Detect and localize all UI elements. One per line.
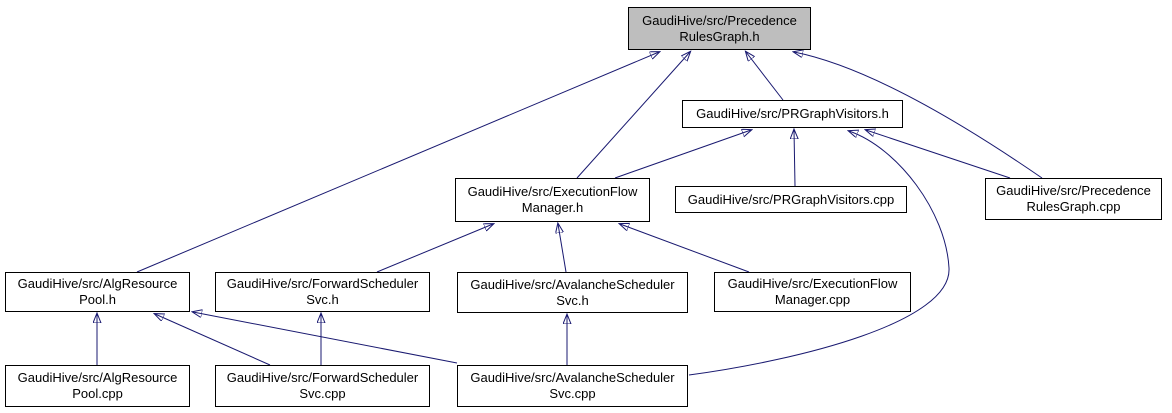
node-label-line: Svc.cpp [549, 386, 596, 401]
edge-algresourcepool-h-to-precedencerulesgraph-h [136, 52, 659, 273]
node-label-line: Pool.h [79, 292, 116, 307]
edge-prgraphvisitors-h-to-precedencerulesgraph-h [746, 52, 784, 101]
node-label-line: GaudiHive/src/AlgResource [17, 276, 178, 291]
edge-avalancheschedulersvc-cpp-to-prgraphvisitors-h [688, 131, 950, 376]
edge-executionflowmanager-h-to-prgraphvisitors-h [614, 130, 751, 179]
node-prgraphvisitors-cpp[interactable]: GaudiHive/src/PRGraphVisitors.cpp [675, 186, 907, 213]
node-label-line: GaudiHive/src/Precedence [642, 12, 797, 28]
node-algresourcepool-h[interactable]: GaudiHive/src/AlgResource Pool.h [5, 272, 190, 312]
node-forwardschedulersvc-cpp[interactable]: GaudiHive/src/ForwardScheduler Svc.cpp [215, 365, 430, 407]
node-label-line: Svc.h [556, 292, 589, 308]
node-label-line: GaudiHive/src/ForwardScheduler [226, 276, 419, 291]
edge-executionflowmanager-h-to-precedencerulesgraph-h [576, 52, 690, 179]
node-label-line: GaudiHive/src/AvalancheScheduler [470, 276, 675, 292]
node-label-line: GaudiHive/src/AlgResource [17, 370, 178, 385]
node-executionflowmanager-h[interactable]: GaudiHive/src/ExecutionFlow Manager.h [455, 178, 650, 222]
node-forwardschedulersvc-h[interactable]: GaudiHive/src/ForwardScheduler Svc.h [215, 272, 430, 312]
node-label-line: Manager.h [521, 200, 584, 215]
node-label-line: GaudiHive/src/Precedence [996, 183, 1151, 198]
node-label-line: GaudiHive/src/ExecutionFlow [727, 276, 898, 291]
node-precedencerulesgraph-h: GaudiHive/src/Precedence RulesGraph.h [628, 7, 811, 50]
edge-executionflowmanager-cpp-to-executionflowmanager-h [620, 224, 750, 273]
edge-forwardschedulersvc-h-to-executionflowmanager-h [376, 224, 493, 273]
node-label-line: RulesGraph.cpp [1026, 199, 1121, 214]
node-label-line: RulesGraph.h [679, 28, 760, 44]
node-precedencerulesgraph-cpp[interactable]: GaudiHive/src/Precedence RulesGraph.cpp [985, 178, 1162, 220]
node-avalancheschedulersvc-h[interactable]: GaudiHive/src/AvalancheScheduler Svc.h [457, 272, 688, 313]
edge-prgraphvisitors-cpp-to-prgraphvisitors-h [794, 130, 795, 187]
node-label-line: Pool.cpp [72, 386, 123, 401]
node-label-line: Svc.cpp [299, 386, 346, 401]
edge-forwardschedulersvc-cpp-to-algresourcepool-h [155, 314, 271, 366]
node-avalancheschedulersvc-cpp[interactable]: GaudiHive/src/AvalancheScheduler Svc.cpp [457, 365, 688, 407]
edge-precedencerulesgraph-cpp-to-precedencerulesgraph-h [794, 52, 1043, 179]
node-label-line: Svc.h [306, 292, 339, 307]
node-label-line: GaudiHive/src/AvalancheScheduler [470, 370, 675, 385]
edge-precedencerulesgraph-cpp-to-prgraphvisitors-h [866, 130, 1011, 179]
node-prgraphvisitors-h[interactable]: GaudiHive/src/PRGraphVisitors.h [682, 100, 903, 128]
edge-avalancheschedulersvc-cpp-to-algresourcepool-h [193, 312, 458, 364]
edge-avalancheschedulersvc-h-to-executionflowmanager-h [558, 224, 567, 273]
node-label-line: GaudiHive/src/ForwardScheduler [226, 370, 419, 385]
node-algresourcepool-cpp[interactable]: GaudiHive/src/AlgResource Pool.cpp [5, 365, 190, 407]
node-executionflowmanager-cpp[interactable]: GaudiHive/src/ExecutionFlow Manager.cpp [714, 272, 911, 312]
node-label-line: GaudiHive/src/PRGraphVisitors.cpp [687, 191, 895, 207]
node-label-line: GaudiHive/src/PRGraphVisitors.h [696, 106, 889, 121]
node-label-line: Manager.cpp [774, 292, 851, 307]
node-label-line: GaudiHive/src/ExecutionFlow [467, 184, 638, 199]
